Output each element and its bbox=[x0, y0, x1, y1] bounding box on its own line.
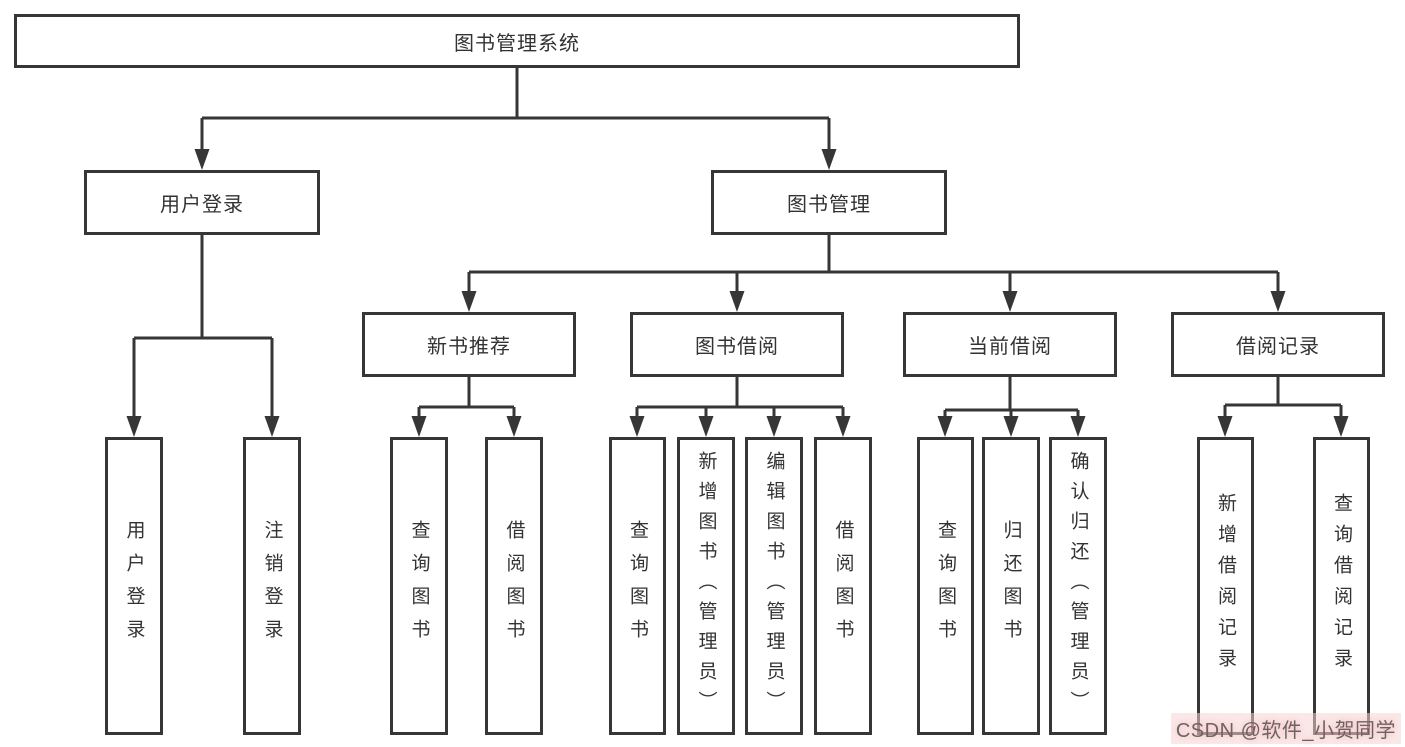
node-user-login-label: 用户登录 bbox=[160, 194, 244, 216]
leaf-borrow-books-recommend-label: 借阅图书 bbox=[503, 520, 525, 652]
leaf-add-borrow-record: 新增借阅记录 bbox=[1197, 437, 1254, 735]
leaf-add-borrow-record-label: 新增借阅记录 bbox=[1215, 493, 1236, 679]
leaf-query-borrow-record-label: 查询借阅记录 bbox=[1331, 493, 1352, 679]
leaf-borrow-book-label: 借阅图书 bbox=[832, 520, 854, 652]
node-current-borrow-label: 当前借阅 bbox=[968, 336, 1052, 358]
leaf-borrow-book: 借阅图书 bbox=[814, 437, 872, 735]
leaf-query-books-borrow-label: 查询图书 bbox=[627, 520, 648, 652]
node-new-book-recommend-label: 新书推荐 bbox=[427, 336, 511, 358]
node-book-borrow: 图书借阅 bbox=[630, 312, 844, 377]
node-borrow-records-label: 借阅记录 bbox=[1236, 336, 1320, 358]
node-user-login: 用户登录 bbox=[84, 170, 320, 235]
leaf-query-books-borrow: 查询图书 bbox=[609, 437, 666, 735]
leaf-return-book-label: 归还图书 bbox=[1000, 520, 1022, 652]
leaf-return-book: 归还图书 bbox=[982, 437, 1040, 735]
node-book-borrow-label: 图书借阅 bbox=[695, 336, 779, 358]
node-book-management: 图书管理 bbox=[711, 170, 947, 235]
leaf-query-books-current: 查询图书 bbox=[917, 437, 974, 735]
leaf-query-books-current-label: 查询图书 bbox=[935, 520, 956, 652]
leaf-logout-label: 注销登录 bbox=[261, 520, 283, 652]
leaf-edit-book-admin-label: 编辑图书（管理员） bbox=[763, 451, 785, 721]
node-current-borrow: 当前借阅 bbox=[903, 312, 1117, 377]
leaf-query-books-recommend-label: 查询图书 bbox=[408, 520, 430, 652]
node-new-book-recommend: 新书推荐 bbox=[362, 312, 576, 377]
leaf-add-book-admin-label: 新增图书（管理员） bbox=[695, 451, 717, 721]
node-borrow-records: 借阅记录 bbox=[1171, 312, 1385, 377]
watermark: CSDN @软件_小贺同学 bbox=[1170, 713, 1401, 744]
node-root-label: 图书管理系统 bbox=[454, 32, 580, 55]
leaf-query-borrow-record: 查询借阅记录 bbox=[1313, 437, 1370, 735]
leaf-user-login: 用户登录 bbox=[105, 437, 163, 735]
leaf-edit-book-admin: 编辑图书（管理员） bbox=[745, 437, 803, 735]
leaf-user-login-label: 用户登录 bbox=[123, 520, 145, 652]
node-root: 图书管理系统 bbox=[14, 14, 1020, 68]
leaf-confirm-return-admin: 确认归还（管理员） bbox=[1049, 437, 1107, 735]
leaf-borrow-books-recommend: 借阅图书 bbox=[485, 437, 543, 735]
leaf-confirm-return-admin-label: 确认归还（管理员） bbox=[1067, 451, 1089, 721]
leaf-add-book-admin: 新增图书（管理员） bbox=[677, 437, 735, 735]
leaf-query-books-recommend: 查询图书 bbox=[390, 437, 448, 735]
leaf-logout: 注销登录 bbox=[243, 437, 301, 735]
node-book-management-label: 图书管理 bbox=[787, 194, 871, 216]
